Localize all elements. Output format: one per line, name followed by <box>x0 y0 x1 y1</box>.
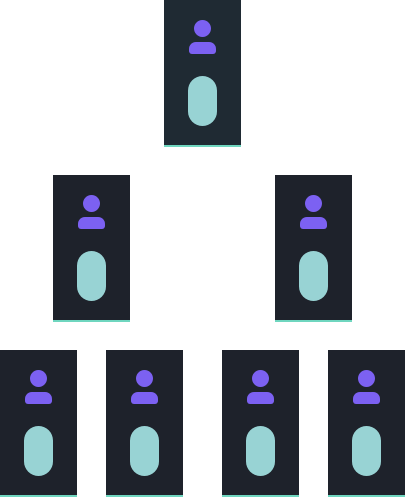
card-pill <box>352 426 381 476</box>
card-pill <box>299 251 328 301</box>
person-icon-body <box>247 392 274 404</box>
person-icon <box>247 370 274 404</box>
person-icon-body <box>78 217 105 229</box>
org-card-root[interactable] <box>164 0 241 147</box>
person-icon-head <box>194 20 211 37</box>
person-icon <box>131 370 158 404</box>
person-icon <box>78 195 105 229</box>
org-card-level3-3[interactable] <box>222 350 299 497</box>
card-pill <box>188 76 217 126</box>
org-card-level3-2[interactable] <box>106 350 183 497</box>
person-icon <box>189 20 216 54</box>
person-icon-head <box>83 195 100 212</box>
person-icon <box>300 195 327 229</box>
person-icon <box>353 370 380 404</box>
person-icon-body <box>353 392 380 404</box>
person-icon-head <box>305 195 322 212</box>
card-pill <box>130 426 159 476</box>
person-icon-head <box>136 370 153 387</box>
person-icon-head <box>252 370 269 387</box>
person-icon-body <box>25 392 52 404</box>
org-card-level2-right[interactable] <box>275 175 352 322</box>
card-pill <box>246 426 275 476</box>
card-pill <box>77 251 106 301</box>
person-icon-body <box>189 42 216 54</box>
person-icon-body <box>300 217 327 229</box>
org-card-level2-left[interactable] <box>53 175 130 322</box>
person-icon-body <box>131 392 158 404</box>
org-card-level3-1[interactable] <box>0 350 77 497</box>
person-icon <box>25 370 52 404</box>
person-icon-head <box>358 370 375 387</box>
card-pill <box>24 426 53 476</box>
person-icon-head <box>30 370 47 387</box>
org-card-level3-4[interactable] <box>328 350 405 497</box>
